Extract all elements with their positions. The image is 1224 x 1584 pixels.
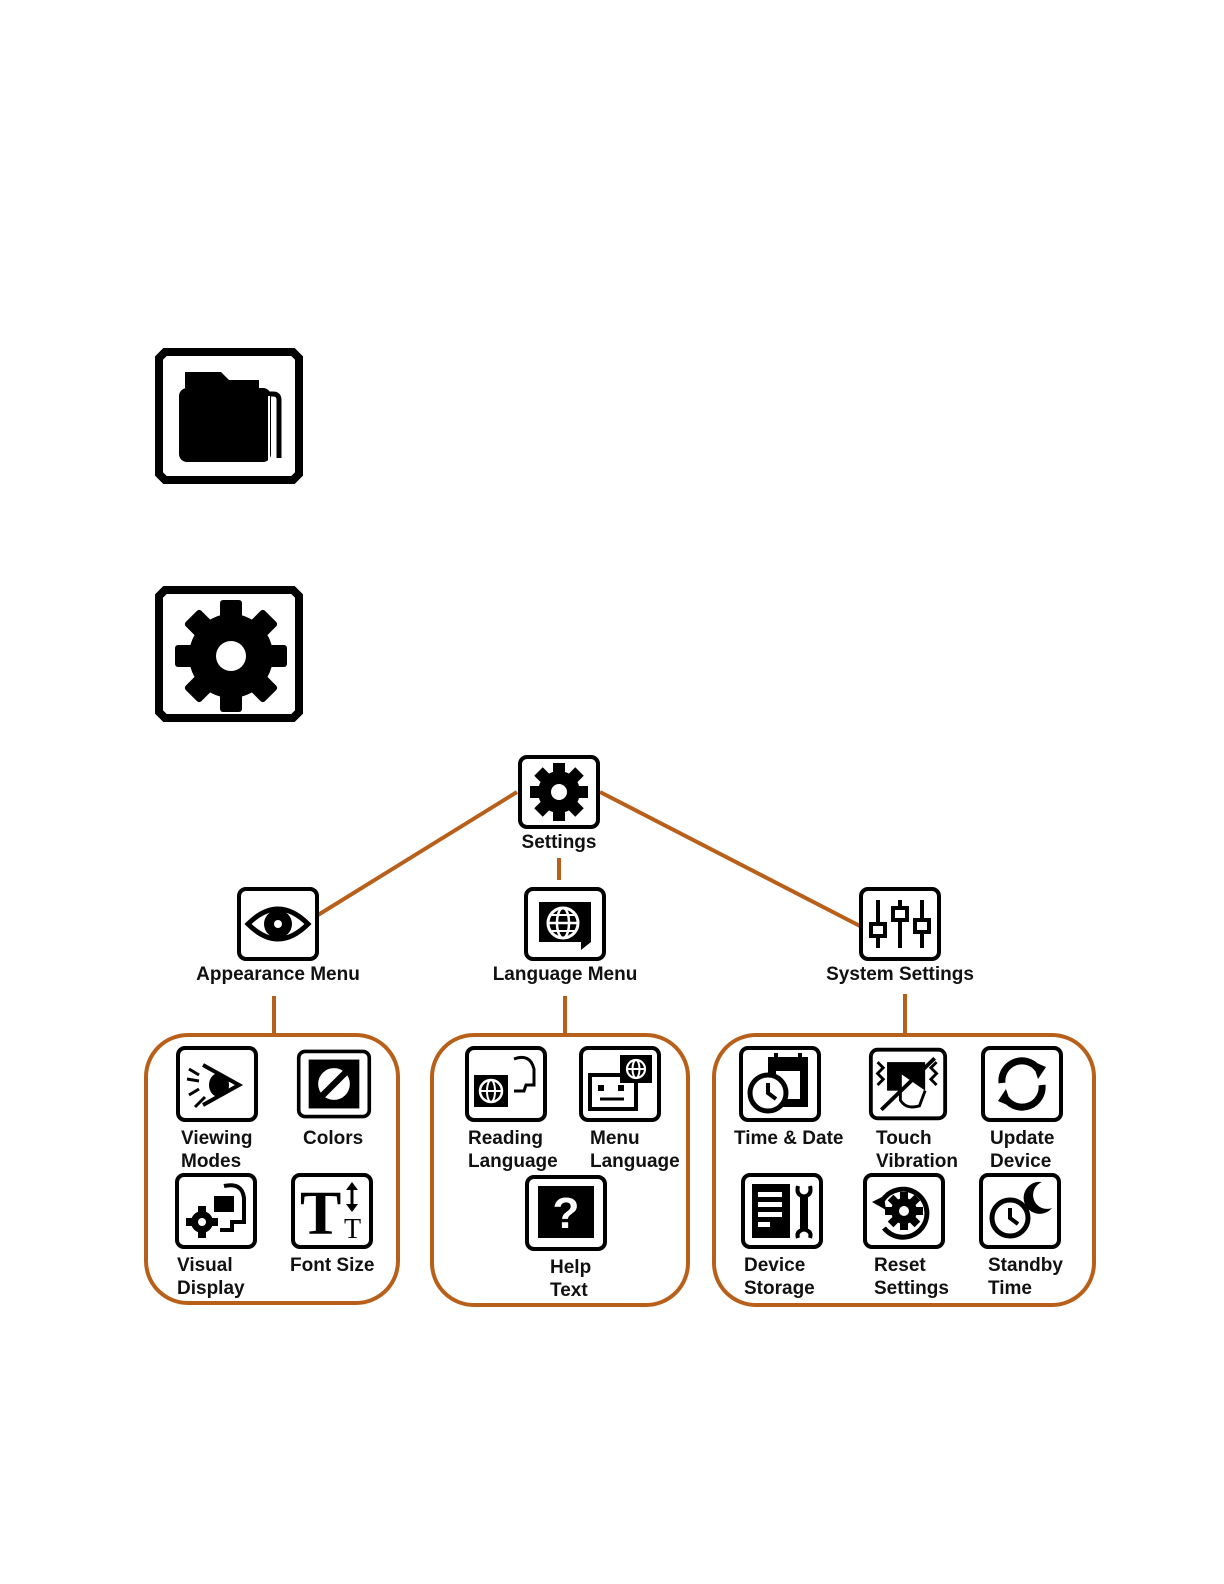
settings-label: Settings <box>499 832 619 854</box>
time-date-icon <box>738 1045 822 1123</box>
settings-node[interactable]: Settings <box>499 754 619 854</box>
storage-icon <box>740 1172 824 1250</box>
folder-icon[interactable] <box>155 348 303 484</box>
font-size-icon: T T <box>290 1172 374 1250</box>
reading-language-label: Reading Language <box>464 1127 594 1173</box>
globe-icon <box>523 886 607 962</box>
device-storage-label: Device Storage <box>740 1254 870 1300</box>
reading-language-icon <box>464 1045 548 1123</box>
colors-item[interactable]: Colors <box>296 1045 426 1150</box>
menu-language-icon <box>578 1045 662 1123</box>
language-menu-node[interactable]: Language Menu <box>484 886 646 986</box>
viewing-modes-label: Viewing Modes <box>175 1127 305 1173</box>
update-device-item[interactable]: Update Device <box>980 1045 1110 1173</box>
device-storage-item[interactable]: Device Storage <box>740 1172 870 1300</box>
language-menu-label: Language Menu <box>484 964 646 986</box>
appearance-menu-label: Appearance Menu <box>188 964 368 986</box>
svg-text:T: T <box>344 1214 361 1245</box>
visual-display-icon <box>174 1172 258 1250</box>
colors-icon <box>296 1045 372 1123</box>
touch-vibration-label: Touch Vibration <box>868 1127 998 1173</box>
reading-language-item[interactable]: Reading Language <box>464 1045 594 1173</box>
gear-icon[interactable] <box>155 586 303 722</box>
sliders-icon <box>858 886 942 962</box>
visual-display-item[interactable]: Visual Display <box>174 1172 304 1300</box>
standby-icon <box>978 1172 1062 1250</box>
viewing-modes-icon <box>175 1045 259 1123</box>
font-size-label: Font Size <box>290 1254 420 1277</box>
time-date-item[interactable]: Time & Date <box>738 1045 868 1150</box>
font-size-item[interactable]: T T Font Size <box>290 1172 420 1277</box>
touch-vibration-icon <box>868 1045 948 1123</box>
touch-vibration-item[interactable]: Touch Vibration <box>868 1045 998 1173</box>
time-date-label: Time & Date <box>734 1127 868 1150</box>
menu-language-item[interactable]: Menu Language <box>578 1045 708 1173</box>
settings-tree-diagram: Settings Appearance Menu Language Menu <box>0 740 1224 1340</box>
visual-display-label: Visual Display <box>174 1254 304 1300</box>
eye-gear-icon <box>236 886 320 962</box>
system-settings-label: System Settings <box>818 964 982 986</box>
reset-settings-item[interactable]: Reset Settings <box>862 1172 992 1300</box>
reset-settings-label: Reset Settings <box>862 1254 992 1300</box>
gear-icon <box>517 754 601 830</box>
menu-language-label: Menu Language <box>578 1127 708 1173</box>
update-icon <box>980 1045 1064 1123</box>
help-icon: ? <box>524 1174 608 1252</box>
reset-icon <box>862 1172 946 1250</box>
svg-text:T: T <box>300 1180 341 1248</box>
svg-text:?: ? <box>553 1189 580 1238</box>
appearance-menu-node[interactable]: Appearance Menu <box>188 886 368 986</box>
system-settings-node[interactable]: System Settings <box>818 886 982 986</box>
colors-label: Colors <box>296 1127 426 1150</box>
viewing-modes-item[interactable]: Viewing Modes <box>175 1045 305 1173</box>
update-device-label: Update Device <box>980 1127 1110 1173</box>
standby-time-item[interactable]: Standby Time <box>978 1172 1108 1300</box>
standby-time-label: Standby Time <box>978 1254 1108 1300</box>
help-text-item[interactable]: ? Help Text <box>524 1174 654 1302</box>
help-text-label: Help Text <box>524 1256 654 1302</box>
